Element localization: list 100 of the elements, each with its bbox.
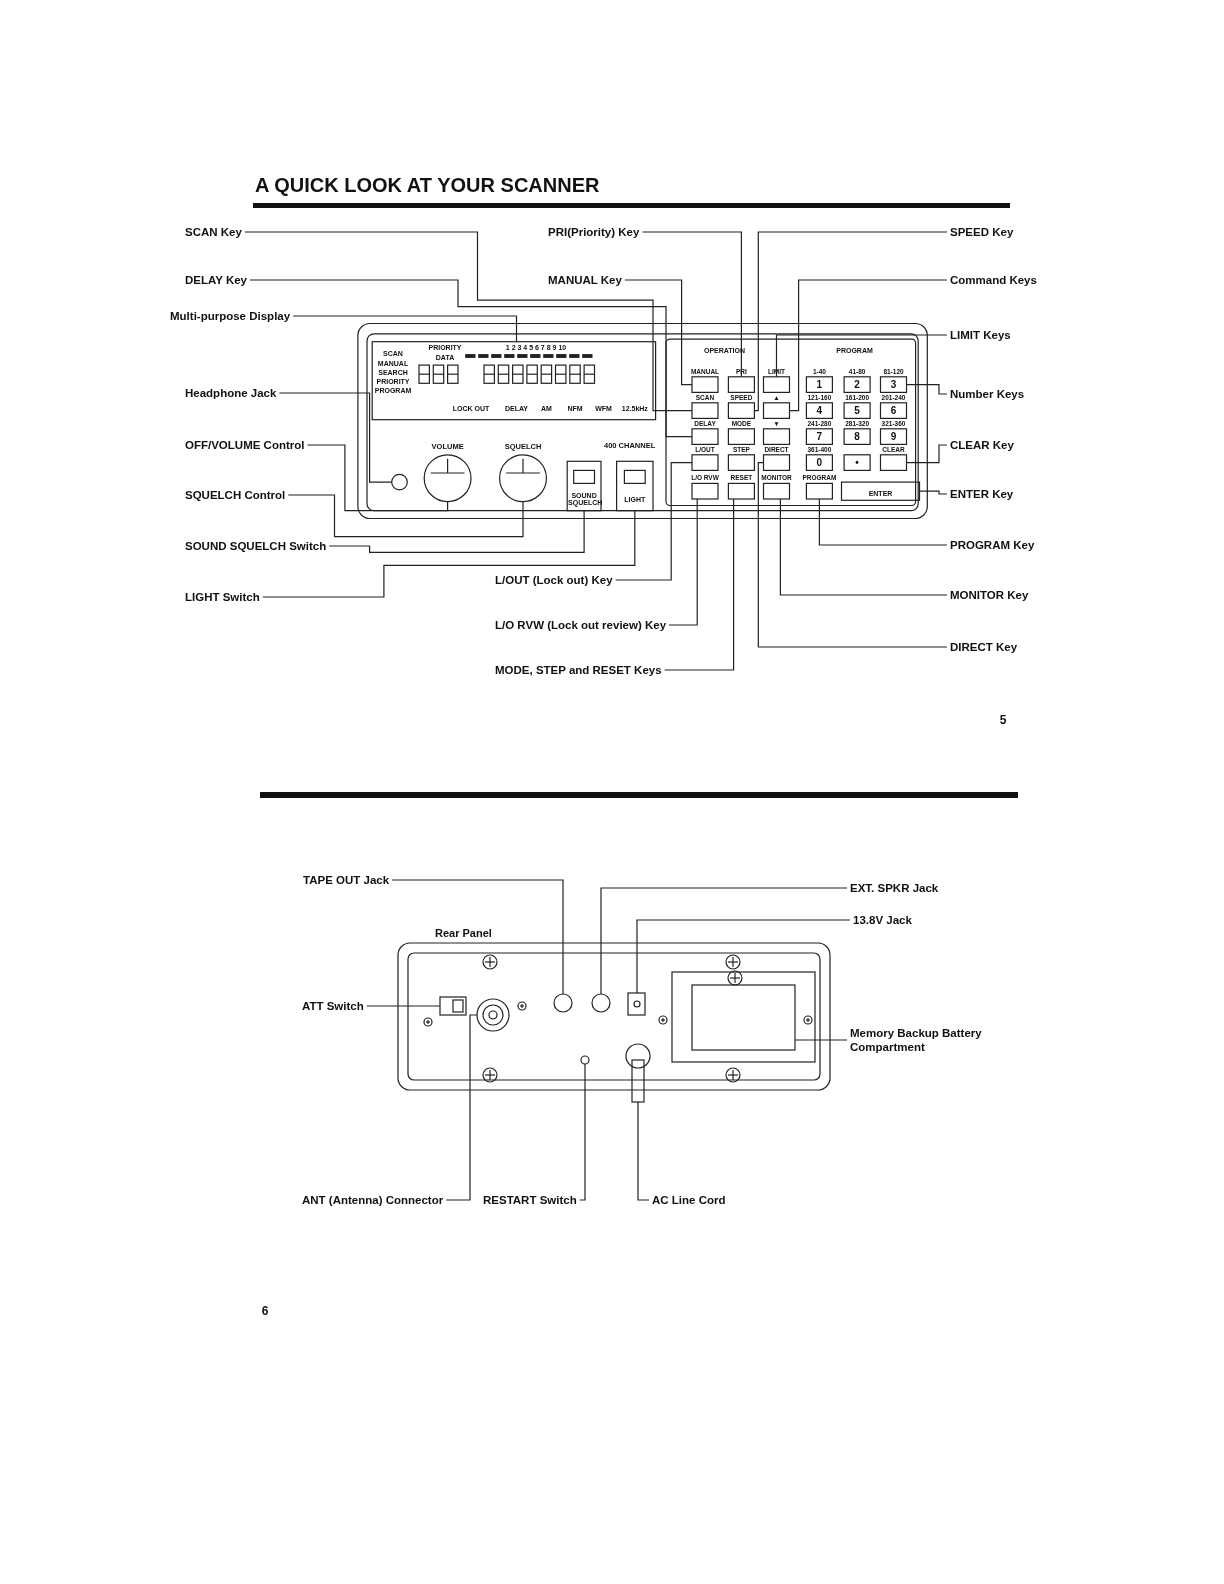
leader-line: [624, 279, 693, 386]
leader-line: [615, 462, 693, 581]
callout-label: L/OUT (Lock out) Key: [495, 573, 613, 587]
callout-label: ATT Switch: [302, 999, 364, 1013]
push-switch: [566, 460, 602, 512]
leader-line: [262, 510, 636, 598]
key-digit: 6: [890, 405, 897, 416]
leader-line: [636, 919, 851, 994]
keypad-key: [805, 482, 833, 500]
keypad-key: [879, 376, 908, 393]
leader-line: [306, 444, 449, 512]
callout-label: SCAN Key: [185, 225, 242, 239]
callout-label: Multi-purpose Display: [170, 309, 291, 323]
callout-label: PRI(Priority) Key: [548, 225, 640, 239]
key-digit: 1: [816, 379, 823, 390]
keypad-key: [762, 482, 791, 500]
leader-line: [918, 490, 948, 495]
leader-line: [600, 887, 848, 995]
leader-line: [788, 279, 948, 412]
leader-line: [278, 392, 393, 483]
display-window: [371, 341, 657, 421]
key-digit: 5: [854, 405, 860, 416]
callout-label: ENTER Key: [950, 487, 1014, 501]
reset-hole: [580, 1055, 590, 1065]
keypad-key: [879, 454, 908, 471]
jack-socket: [553, 993, 573, 1013]
leader-line: [757, 462, 948, 648]
keypad-key: [727, 402, 755, 419]
leader-line: [775, 334, 948, 378]
leader-line: [287, 494, 524, 538]
key-digit: •: [855, 457, 859, 468]
keypad-key: [727, 376, 755, 393]
callout-label: 13.8V Jack: [853, 913, 912, 927]
antenna-connector: [476, 998, 510, 1032]
key-digit: 7: [816, 431, 823, 442]
leader-line: [249, 279, 693, 438]
callout-label: CLEAR Key: [950, 438, 1014, 452]
leader-line: [668, 498, 698, 626]
leader-line: [664, 498, 735, 671]
squelch-knob: [499, 454, 547, 503]
callout-label: PROGRAM Key: [950, 538, 1035, 552]
volume-knob: [423, 454, 472, 503]
callout-label: Memory Backup Battery Compartment: [850, 1026, 990, 1054]
callout-label: L/O RVW (Lock out review) Key: [495, 618, 667, 632]
keypad-key: [691, 376, 719, 393]
slide-switch: [439, 996, 467, 1016]
key-digit: 8: [854, 431, 860, 442]
callout-label: MONITOR Key: [950, 588, 1029, 602]
callout-label: Number Keys: [950, 387, 1025, 401]
push-switch: [616, 460, 654, 512]
leader-line: [637, 1101, 650, 1201]
leader-line: [641, 231, 742, 378]
page-title: A QUICK LOOK AT YOUR SCANNER: [255, 174, 600, 197]
callout-label: AC Line Cord: [652, 1193, 726, 1207]
callout-label: EXT. SPKR Jack: [850, 881, 939, 895]
callout-label: LIMIT Keys: [950, 328, 1011, 342]
callout-label: SOUND SQUELCH Switch: [185, 539, 327, 553]
page-number: 6: [261, 1305, 269, 1317]
key-digit: 2: [854, 379, 860, 390]
callout-label: MODE, STEP and RESET Keys: [495, 663, 662, 677]
callout-label: TAPE OUT Jack: [303, 873, 390, 887]
power-jack: [627, 992, 646, 1016]
leader-line: [244, 231, 693, 412]
headphone-jack: [391, 473, 408, 491]
callout-label: RESTART Switch: [483, 1193, 577, 1207]
callout-label: Command Keys: [950, 273, 1037, 287]
panel-heading: Rear Panel: [435, 927, 492, 939]
callout-label: Headphone Jack: [185, 386, 277, 400]
leader-line: [445, 1014, 478, 1201]
page-number: 5: [999, 714, 1007, 726]
leader-line: [366, 1005, 441, 1007]
power-cord: [631, 1059, 645, 1103]
key-digit: 3: [890, 379, 897, 390]
battery-compartment: [691, 984, 796, 1051]
key-digit: 9: [890, 431, 897, 442]
leader-line: [328, 510, 585, 553]
leader-line: [292, 315, 518, 343]
callout-label: OFF/VOLUME Control: [185, 438, 305, 452]
keypad-key: [762, 454, 791, 471]
leader-line: [794, 1039, 848, 1041]
leader-line: [818, 498, 948, 546]
keypad-key: [691, 482, 719, 500]
callout-label: ANT (Antenna) Connector: [302, 1193, 444, 1207]
keypad-key: [762, 376, 791, 393]
leader-line: [579, 1063, 586, 1201]
callout-label: DELAY Key: [185, 273, 247, 287]
keypad-key: [727, 482, 755, 500]
leader-line: [753, 231, 948, 412]
leader-line: [905, 444, 948, 464]
callout-label: SQUELCH Control: [185, 488, 286, 502]
keypad-key: [840, 481, 921, 501]
keypad-key: [691, 454, 719, 471]
callout-label: DIRECT Key: [950, 640, 1018, 654]
callout-label: SPEED Key: [950, 225, 1014, 239]
leader-line: [779, 498, 948, 596]
leader-line: [391, 879, 564, 995]
keypad-key: [762, 402, 791, 419]
keypad-key: [691, 402, 719, 419]
leader-line: [905, 384, 948, 395]
callout-label: LIGHT Switch: [185, 590, 260, 604]
